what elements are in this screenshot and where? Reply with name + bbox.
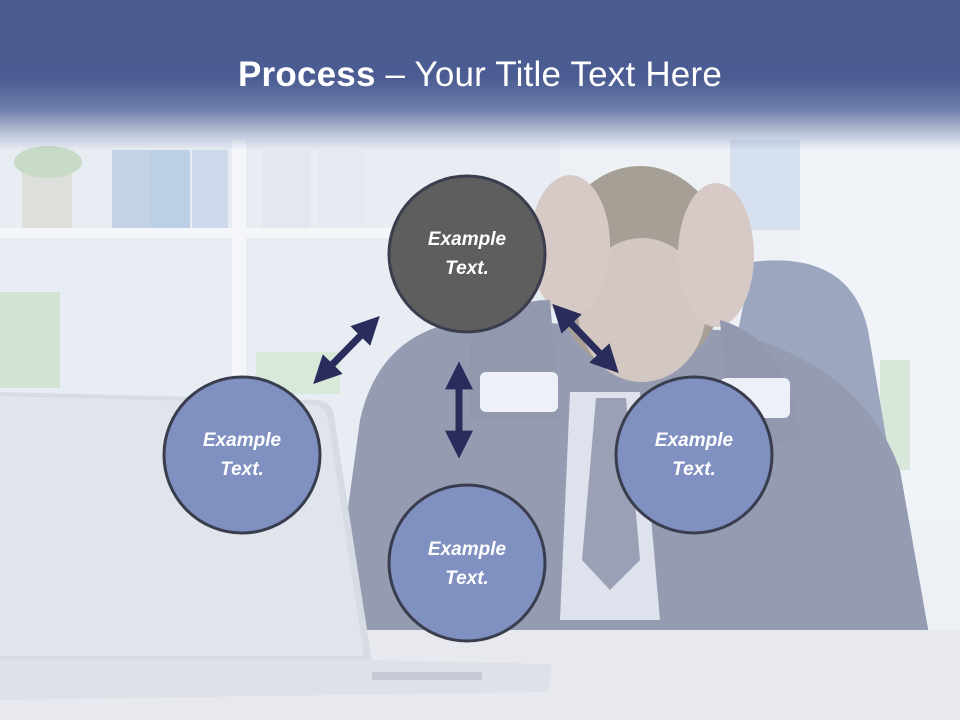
node-left[interactable] [162,375,322,535]
node-top-label: Example Text. [392,225,542,283]
node-bottom[interactable] [387,483,547,643]
node-right[interactable] [614,375,774,535]
slide-title: Process – Your Title Text Here [0,52,960,98]
node-top-label-line2: Text. [445,258,489,279]
node-bottom-label-line1: Example [427,539,507,560]
node-left-label-line1: Example [202,430,282,451]
node-right-label: Example Text. [619,426,769,484]
arrow-top-right [552,303,619,374]
arrow-top-left [313,316,380,384]
node-bottom-label-line2: Text. [445,568,489,589]
node-right-label-line1: Example [654,430,734,451]
node-right-label-line2: Text. [672,459,716,480]
node-left-label: Example Text. [167,426,317,484]
node-bottom-label: Example Text. [392,535,542,593]
node-top[interactable] [387,174,547,334]
slide-title-bold: Process [238,55,376,94]
node-top-label-line1: Example [427,229,507,250]
node-left-label-line2: Text. [220,459,264,480]
title-band [0,0,960,150]
slide-title-rest: – Your Title Text Here [375,55,722,94]
